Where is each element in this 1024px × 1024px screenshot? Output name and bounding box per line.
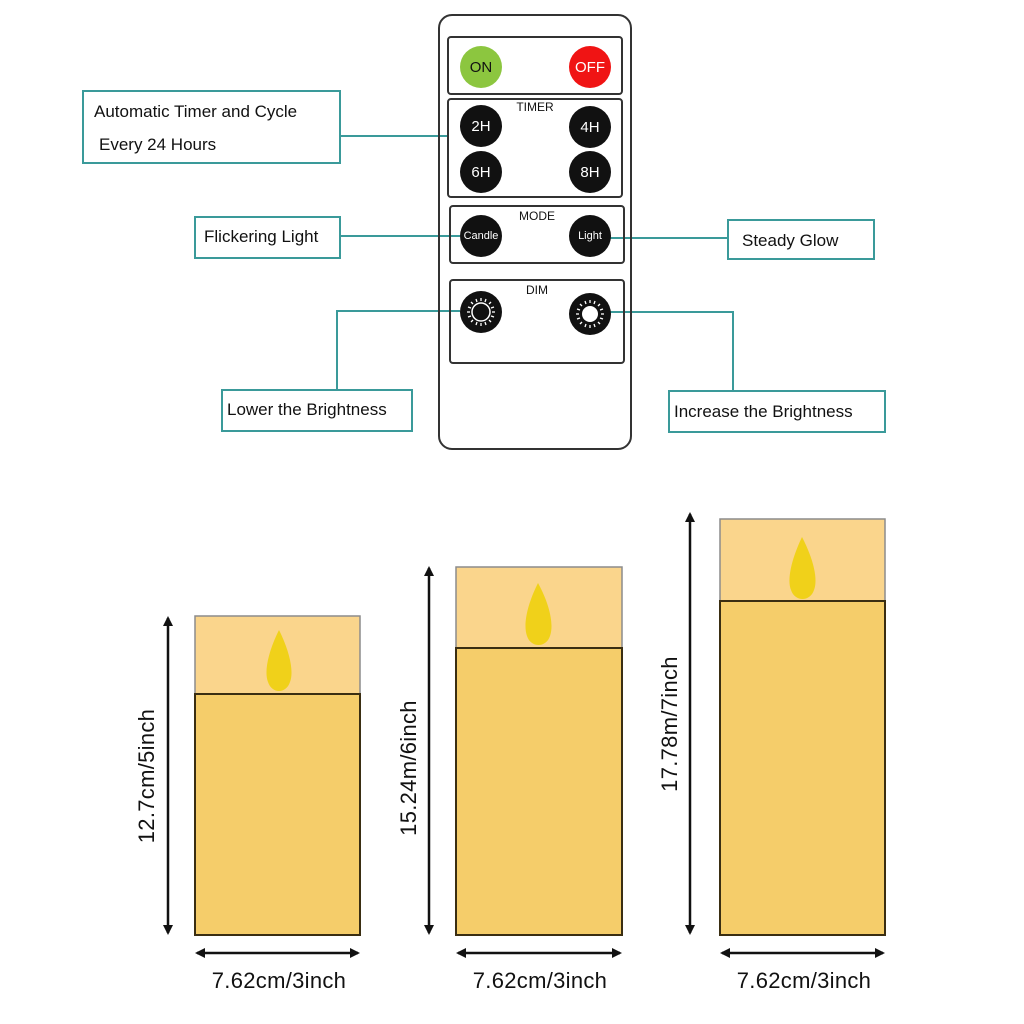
on-button[interactable]: ON (460, 46, 502, 88)
flicker-callout: Flickering Light (194, 216, 341, 259)
lower-callout: Lower the Brightness (221, 389, 413, 432)
mode-title: MODE (519, 209, 555, 223)
candle-mode-button[interactable]: Candle (460, 215, 502, 257)
timer-section: TIMER 2H 4H 6H 8H (447, 98, 623, 198)
flicker-callout-text: Flickering Light (204, 227, 319, 246)
dim-low-icon (467, 298, 495, 326)
timer-callout-line1: Automatic Timer and Cycle (94, 102, 298, 121)
width-label-medium: 7.62cm/3inch (472, 968, 608, 993)
dim-increase-button[interactable] (569, 293, 611, 335)
timer-callout-line2: Every 24 Hours (99, 135, 217, 154)
timer-2h-label: 2H (471, 117, 491, 135)
timer-callout: Automatic Timer and Cycle Every 24 Hours (82, 90, 341, 164)
flame-icon (525, 583, 552, 645)
increase-connector (606, 311, 734, 390)
lower-connector (336, 310, 460, 390)
timer-8h-label: 8H (580, 163, 600, 181)
timer-6h-label: 6H (471, 163, 491, 181)
timer-4h-label: 4H (580, 118, 600, 136)
increase-callout: Increase the Brightness (668, 390, 886, 433)
steady-callout: Steady Glow (727, 219, 875, 260)
width-label-small: 7.62cm/3inch (211, 968, 347, 993)
width-label-large: 7.62cm/3inch (736, 968, 872, 993)
light-label: Light (578, 230, 602, 242)
off-label: OFF (575, 58, 605, 76)
dim-lower-button[interactable] (460, 291, 502, 333)
timer-title: TIMER (516, 100, 554, 114)
candle-large (719, 518, 886, 936)
power-section: ON OFF (447, 36, 623, 95)
off-button[interactable]: OFF (569, 46, 611, 88)
flame-icon (789, 537, 816, 599)
candle-label: Candle (463, 230, 499, 242)
candle-medium (455, 566, 623, 936)
timer-6h-button[interactable]: 6H (460, 151, 502, 193)
dim-title: DIM (526, 283, 548, 297)
timer-8h-button[interactable]: 8H (569, 151, 611, 193)
height-label-large: 17.78m/7inch (657, 656, 682, 792)
height-label-medium: 15.24m/6inch (396, 700, 421, 836)
candle-body (194, 693, 361, 936)
candle-small (194, 615, 361, 936)
increase-callout-text: Increase the Brightness (674, 402, 853, 421)
on-label: ON (469, 58, 493, 76)
dim-section: DIM (449, 279, 625, 364)
flame-icon (266, 630, 292, 691)
remote-control (438, 14, 632, 450)
candle-body (719, 600, 886, 936)
lower-callout-text: Lower the Brightness (227, 400, 387, 419)
height-label-small: 12.7cm/5inch (134, 708, 159, 844)
mode-section: MODE Candle Light (449, 205, 625, 264)
candle-body (455, 647, 623, 936)
light-mode-button[interactable]: Light (569, 215, 611, 257)
timer-4h-button[interactable]: 4H (569, 106, 611, 148)
timer-2h-button[interactable]: 2H (460, 105, 502, 147)
steady-callout-text: Steady Glow (742, 231, 839, 250)
dim-high-icon (576, 300, 604, 328)
